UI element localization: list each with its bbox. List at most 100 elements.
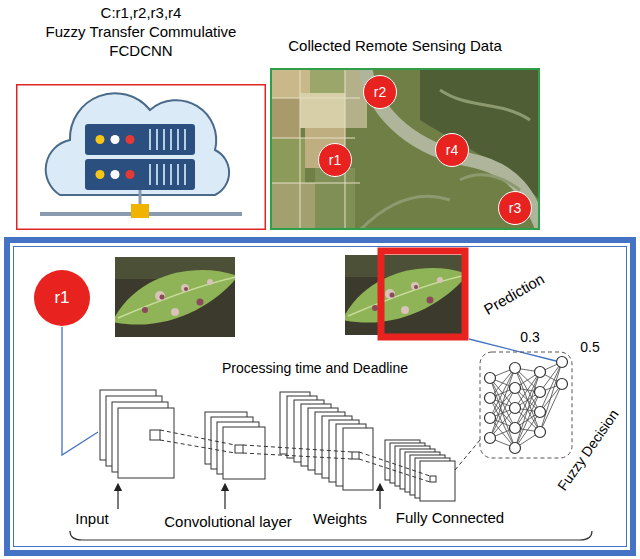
server-light	[126, 135, 135, 144]
leaf-spot	[411, 282, 419, 290]
field-border	[270, 68, 360, 230]
server-light	[111, 135, 120, 144]
panel-label: Fully Connected	[396, 509, 504, 526]
neuron	[557, 357, 568, 368]
kernel-projection	[150, 430, 480, 482]
neuron	[535, 427, 546, 438]
leaf-spot	[155, 291, 165, 301]
region-label: r3	[509, 200, 521, 216]
weights-layer-stack	[280, 392, 373, 490]
server-light	[126, 170, 135, 179]
processing-panel: Processing time and DeadlineInputConvolu…	[4, 237, 636, 556]
box-heading: C:r1,r2,r3,r4	[101, 4, 182, 21]
network-outline	[480, 352, 572, 458]
leaf-spot	[437, 277, 443, 283]
pointer-arrow	[117, 487, 118, 509]
field	[270, 183, 315, 230]
leaf-spot	[207, 279, 213, 285]
leaf-spot	[372, 305, 378, 311]
field	[270, 98, 300, 138]
region-marker: r1	[318, 143, 352, 177]
leaf-spot	[385, 289, 395, 299]
leaf-midrib	[118, 277, 235, 318]
network-neurons	[485, 357, 568, 454]
group-brace	[70, 531, 592, 540]
neuron	[510, 363, 521, 374]
server-light	[96, 170, 105, 179]
leaf-spot	[171, 308, 179, 316]
neuron	[510, 383, 521, 394]
pointer-arrow	[379, 487, 380, 509]
box-heading: Fuzzy Transfer Commulative	[46, 23, 237, 40]
leaf-spot	[427, 297, 434, 304]
leader-line	[62, 327, 98, 455]
feature-map	[420, 461, 455, 501]
server-light	[96, 135, 105, 144]
neuron	[510, 423, 521, 434]
leaf-spot	[142, 307, 148, 313]
neuron	[535, 407, 546, 418]
neuron	[485, 393, 496, 404]
kernel	[150, 430, 160, 440]
neuron	[510, 403, 521, 414]
leader-line	[469, 339, 556, 361]
kernel	[430, 476, 436, 482]
map-ground	[270, 68, 540, 230]
leaf-spot	[414, 285, 418, 289]
kernel	[352, 452, 359, 459]
panel-label: Convolutional layer	[164, 513, 292, 530]
region-label: r2	[374, 84, 386, 100]
region-label: r1	[329, 152, 341, 168]
feature-map	[343, 428, 373, 490]
leaf-spot	[181, 284, 189, 292]
region-marker: r4	[435, 133, 469, 167]
region-label: r1	[54, 288, 69, 308]
kernel	[235, 445, 243, 453]
region-marker: r3	[498, 191, 532, 225]
server-vent	[150, 129, 185, 185]
panel-label: 0.3	[520, 329, 539, 345]
region-label: r4	[446, 142, 458, 158]
pointer-arrow	[224, 487, 225, 509]
panel-label: Weights	[313, 510, 367, 527]
leaf-photo	[112, 257, 238, 337]
neuron	[485, 413, 496, 424]
satellite-map	[270, 68, 540, 230]
server-light	[111, 170, 120, 179]
panel-label: 0.5	[580, 339, 599, 355]
box-heading: Collected Remote Sensing Data	[288, 37, 501, 54]
cloud-server-box: C:r1,r2,r3,r4Fuzzy Transfer CommulativeF…	[16, 84, 266, 230]
detection-box	[381, 251, 465, 337]
leaf-spot	[390, 293, 395, 298]
region-marker: r2	[363, 75, 397, 109]
remote-sensing-map: Collected Remote Sensing Datar2r1r4r3	[270, 68, 540, 230]
pointer-arrows	[118, 487, 380, 509]
leaf-photo	[342, 255, 468, 335]
neuron	[485, 373, 496, 384]
leaf-spot	[160, 295, 165, 300]
neuron	[535, 387, 546, 398]
neuron	[510, 443, 521, 454]
projection-line	[160, 430, 480, 482]
cloud-server-icon	[40, 93, 242, 218]
panel-label: Fuzzy Decision	[554, 407, 622, 494]
cloud-shape	[46, 93, 229, 195]
neuron	[535, 367, 546, 378]
field	[310, 68, 350, 93]
region-marker: r1	[34, 270, 90, 326]
field	[315, 168, 355, 230]
leaf-blade	[345, 268, 465, 323]
box-heading: FCDCNN	[109, 42, 172, 59]
leaf-spot	[184, 287, 188, 291]
panel-label: Processing time and Deadline	[222, 360, 408, 376]
feature-map	[118, 408, 174, 478]
neuron	[485, 433, 496, 444]
conv-layer-stack	[205, 412, 265, 479]
network-port	[131, 204, 149, 218]
network-weights	[490, 362, 562, 448]
panel-label: Prediction	[481, 270, 547, 318]
leaf-spot	[197, 299, 204, 306]
leaf-midrib	[348, 275, 465, 316]
neuron	[557, 379, 568, 390]
input-layer-stack	[100, 390, 174, 478]
